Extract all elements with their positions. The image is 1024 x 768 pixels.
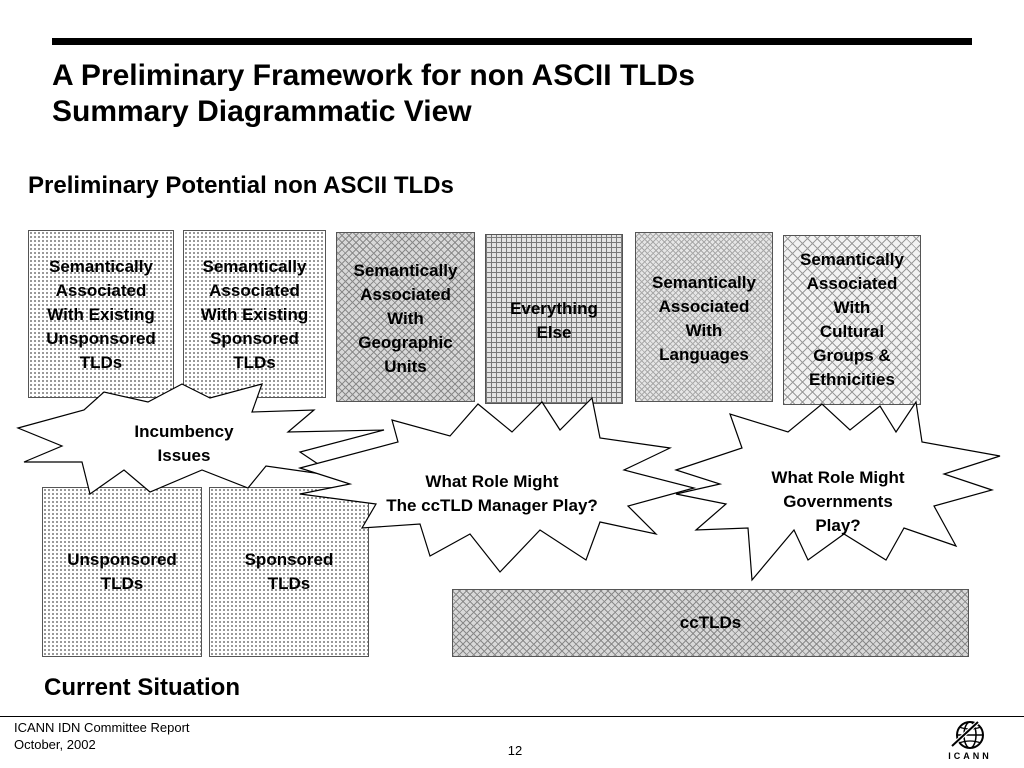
box-everything-else: Everything Else	[485, 234, 623, 404]
box-label: Semantically Associated With Existing Un…	[46, 257, 156, 372]
burst-cctld-manager	[297, 396, 697, 573]
title-rule	[52, 38, 972, 45]
box-unsponsored-tlds: Unsponsored TLDs	[42, 487, 202, 657]
box-label: Sponsored TLDs	[244, 550, 334, 593]
footer-rule	[0, 716, 1024, 717]
footer-date: October, 2002	[14, 737, 96, 752]
current-heading: Current Situation	[44, 674, 240, 701]
logo-text: ICANN	[948, 751, 992, 761]
slide-title: A Preliminary Framework for non ASCII TL…	[52, 58, 695, 130]
footer-report: ICANN IDN Committee Report	[14, 720, 190, 735]
box-label: Unsponsored TLDs	[67, 550, 177, 593]
potential-heading: Preliminary Potential non ASCII TLDs	[28, 172, 454, 199]
box-cctlds: ccTLDs	[452, 589, 969, 657]
box-label: ccTLDs	[679, 613, 742, 632]
box-label: Semantically Associated With Languages	[652, 273, 756, 364]
box-label: Everything Else	[510, 299, 598, 342]
burst-incumbency	[16, 383, 385, 495]
box-label: Semantically Associated With Geographic …	[353, 261, 458, 376]
box-label: Semantically Associated With Existing Sp…	[200, 257, 309, 372]
box-existing-unsponsored: Semantically Associated With Existing Un…	[28, 230, 174, 398]
box-languages: Semantically Associated With Languages	[635, 232, 773, 402]
callout-incumbency: Incumbency Issues	[134, 422, 234, 465]
box-cultural-groups: Semantically Associated With Cultural Gr…	[783, 235, 921, 405]
globe-icon	[950, 720, 984, 749]
box-existing-sponsored: Semantically Associated With Existing Sp…	[183, 230, 326, 398]
title-line-1: A Preliminary Framework for non ASCII TL…	[52, 59, 695, 92]
box-geographic-units: Semantically Associated With Geographic …	[336, 232, 475, 402]
callout-cctld-manager: What Role Might The ccTLD Manager Play?	[386, 472, 598, 515]
callout-governments: What Role Might Governments Play?	[771, 468, 905, 535]
burst-governments	[674, 400, 1001, 582]
title-line-2: Summary Diagrammatic View	[52, 95, 472, 128]
page-number: 12	[507, 743, 523, 758]
box-label: Semantically Associated With Cultural Gr…	[800, 250, 904, 389]
box-sponsored-tlds: Sponsored TLDs	[209, 487, 369, 657]
